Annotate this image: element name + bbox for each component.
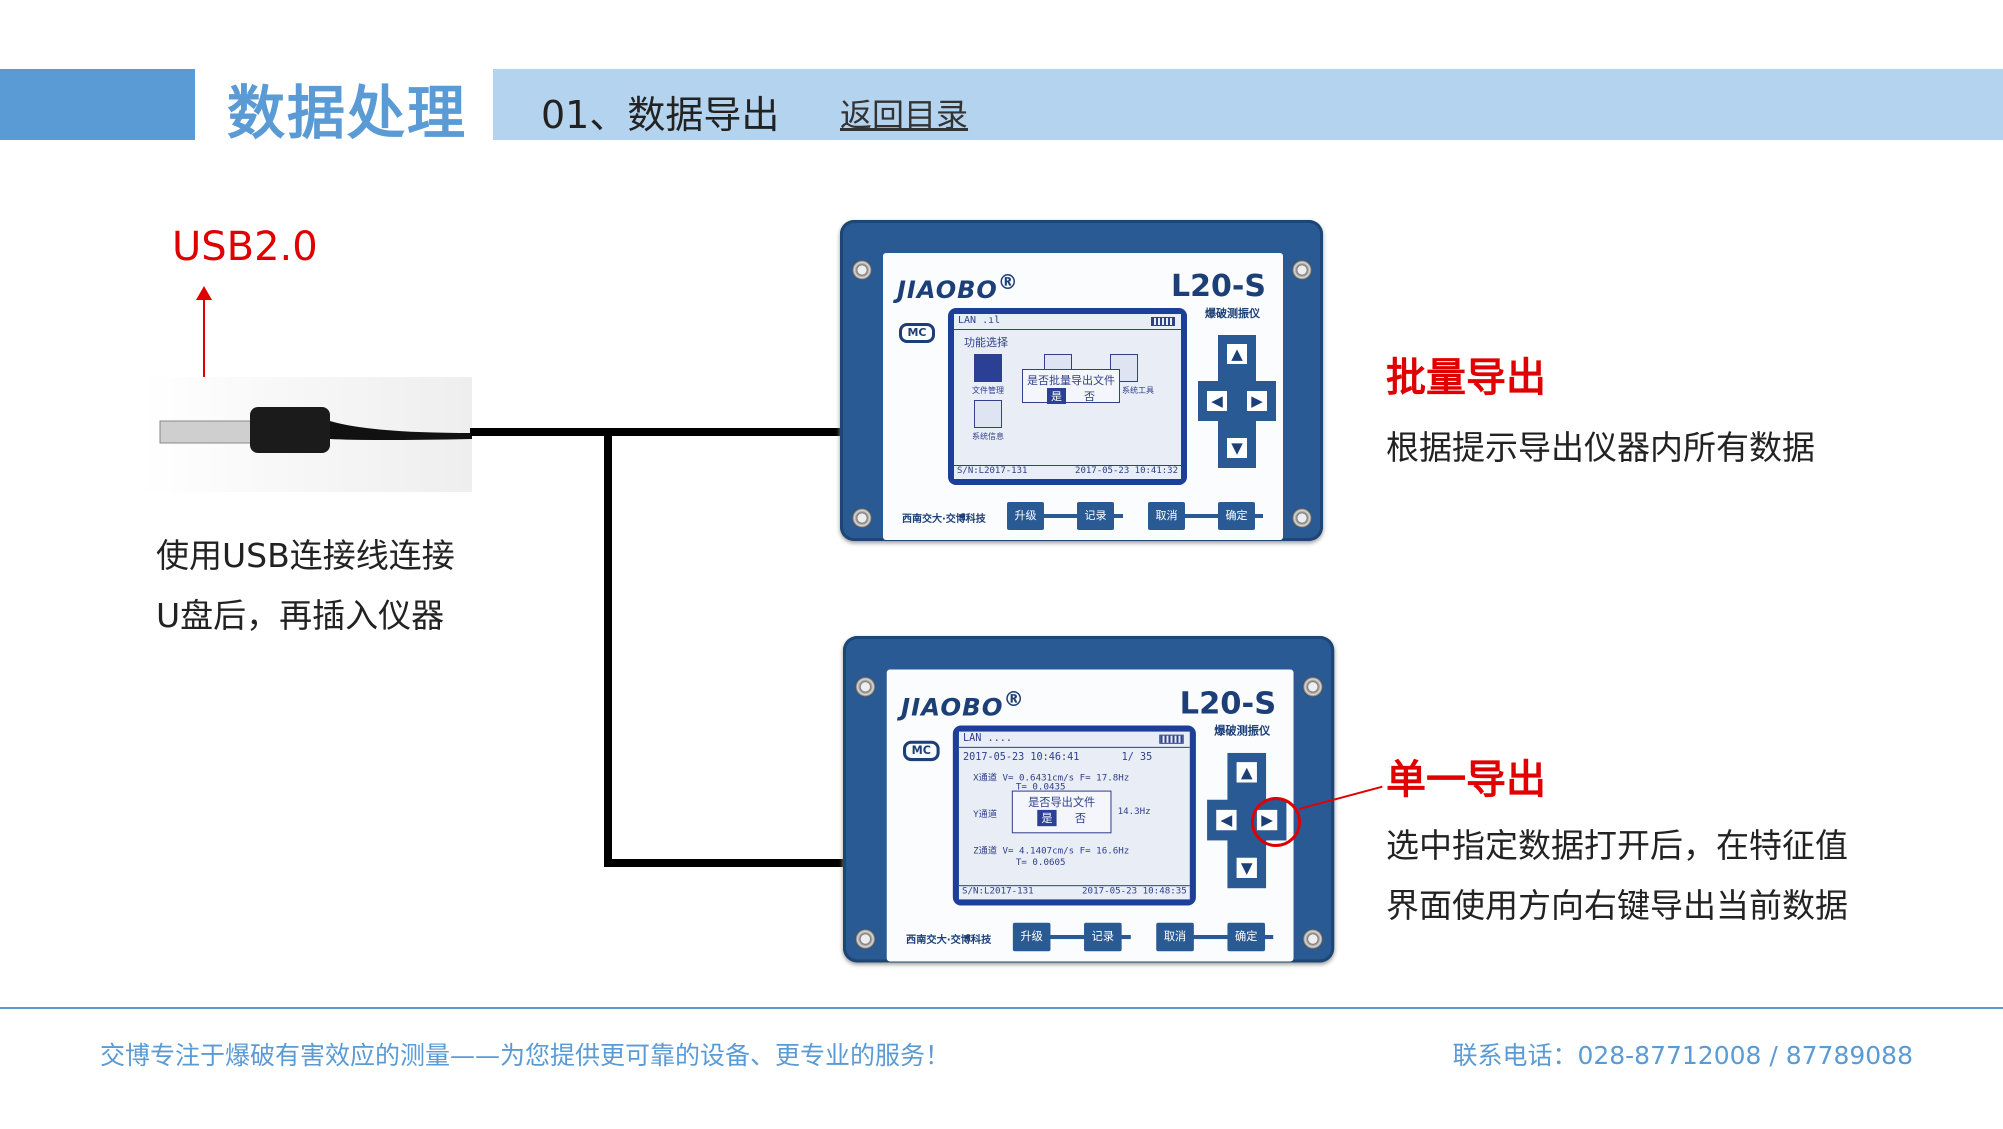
y-channel-freq: 14.3Hz — [1117, 806, 1151, 818]
screen-status: LAN .... — [958, 732, 1190, 748]
dialog-no[interactable]: 否 — [1084, 390, 1095, 403]
key-up[interactable]: ▲ — [1231, 757, 1263, 788]
battery-icon — [1151, 317, 1175, 326]
screw-icon — [1292, 260, 1312, 280]
usb-desc-line2: U盘后，再插入仪器 — [156, 596, 445, 635]
screen-status: LAN .ıl — [954, 314, 1181, 330]
serial-number: S/N:L2017-131 — [961, 886, 1034, 897]
usb-arrow-line — [203, 290, 205, 422]
single-export-title: 单一导出 — [1386, 757, 1546, 803]
screw-icon — [852, 508, 872, 528]
dialog-text: 是否批量导出文件 — [1027, 374, 1115, 387]
device-panel: JIAOBO® L20-S 爆破测振仪 MC LAN .ıl 功能选择 文件管理… — [883, 253, 1283, 540]
screw-icon — [1302, 676, 1324, 698]
cert-logo: MC — [899, 323, 935, 343]
key-cancel[interactable]: 取消 — [1148, 502, 1185, 530]
menu-system-info: 系统信息 — [972, 432, 1004, 441]
serial-number: S/N:L2017-131 — [957, 466, 1028, 476]
key-confirm[interactable]: 确定 — [1227, 922, 1266, 952]
maker-label: 西南交大·交博科技 — [902, 514, 986, 525]
batch-export-title: 批量导出 — [1386, 355, 1546, 401]
device-screen: LAN .... 2017-05-23 10:46:41 1/ 35 X通道 V… — [952, 725, 1196, 906]
screw-icon — [852, 260, 872, 280]
key-upgrade[interactable]: 升级 — [1012, 922, 1051, 952]
key-cancel[interactable]: 取消 — [1156, 922, 1194, 952]
device-screen: LAN .ıl 功能选择 文件管理 系统工具 系统信息 是否批量导出文件 是否 … — [948, 308, 1187, 485]
cert-logo: MC — [903, 740, 940, 762]
single-export-desc-line1: 选中指定数据打开后，在特征值 — [1386, 826, 1848, 865]
screw-icon — [1292, 508, 1312, 528]
export-dialog: 是否导出文件 是 否 — [1011, 790, 1112, 834]
dialog-no[interactable]: 否 — [1074, 811, 1087, 826]
key-up[interactable]: ▲ — [1222, 339, 1252, 369]
cable-segment — [604, 428, 612, 867]
maker-label: 西南交大·交博科技 — [906, 934, 992, 947]
key-down[interactable]: ▼ — [1231, 852, 1263, 884]
device-single-export: JIAOBO® L20-S 爆破测振仪 MC LAN .... 2017-05-… — [843, 636, 1335, 963]
device-batch-export: JIAOBO® L20-S 爆破测振仪 MC LAN .ıl 功能选择 文件管理… — [840, 220, 1323, 541]
cable-segment — [470, 428, 844, 436]
screen-datetime: 2017-05-23 10:41:32 — [1075, 466, 1178, 476]
usb-label: USB2.0 — [172, 224, 318, 270]
footer-slogan: 交博专注于爆破有害效应的测量——为您提供更可靠的设备、更专业的服务！ — [100, 1041, 951, 1070]
footer-contact: 联系电话：028-87712008 / 87789088 — [1452, 1041, 1913, 1070]
key-right[interactable]: ▶ — [1242, 386, 1272, 416]
device-panel: JIAOBO® L20-S 爆破测振仪 MC LAN .... 2017-05-… — [886, 669, 1294, 962]
record-index: 1/ 35 — [1121, 751, 1153, 764]
page-subtitle: 01、数据导出 — [541, 93, 780, 137]
export-dialog: 是否批量导出文件 是 否 — [1022, 369, 1120, 404]
key-left[interactable]: ◀ — [1211, 804, 1242, 836]
model-subtitle: 爆破测振仪 — [1205, 307, 1260, 320]
brand-logo: JIAOBO® — [900, 686, 1025, 722]
folder-icon — [974, 354, 1002, 382]
usb-plug-image — [140, 377, 472, 492]
record-time: 2017-05-23 10:46:41 — [963, 751, 1080, 764]
footer-divider — [0, 1007, 2003, 1009]
model-subtitle: 爆破测振仪 — [1214, 724, 1271, 738]
key-left[interactable]: ◀ — [1202, 386, 1232, 416]
z-channel-row: Z通道 V= 4.1407cm/s F= 16.6Hz — [973, 846, 1130, 857]
dialog-text: 是否导出文件 — [1028, 795, 1096, 809]
header-accent-block — [0, 69, 195, 140]
key-record[interactable]: 记录 — [1077, 502, 1114, 530]
z-channel-time: T= 0.0605 — [1015, 857, 1066, 868]
screw-icon — [855, 676, 876, 698]
cable-segment — [604, 859, 849, 867]
usb-desc-line1: 使用USB连接线连接 — [156, 536, 455, 575]
key-upgrade[interactable]: 升级 — [1007, 502, 1044, 530]
batch-export-desc: 根据提示导出仪器内所有数据 — [1386, 428, 1815, 467]
menu-file-manage: 文件管理 — [972, 386, 1004, 395]
screw-icon — [855, 928, 876, 950]
dialog-yes[interactable]: 是 — [1047, 388, 1066, 404]
screw-icon — [1302, 928, 1324, 950]
list-icon — [974, 400, 1002, 428]
x-channel-time: T= 0.0435 — [1015, 782, 1066, 793]
key-down[interactable]: ▼ — [1222, 433, 1252, 463]
back-to-contents-link[interactable]: 返回目录 — [840, 96, 969, 134]
x-channel-row: X通道 V= 0.6431cm/s F= 17.8Hz — [973, 773, 1130, 784]
model-name: L20-S — [1179, 685, 1277, 722]
screen-datetime: 2017-05-23 10:48:35 — [1082, 886, 1187, 897]
y-channel-label: Y通道 — [973, 809, 997, 821]
key-record[interactable]: 记录 — [1084, 922, 1122, 952]
dialog-yes[interactable]: 是 — [1037, 809, 1057, 827]
brand-logo: JIAOBO® — [897, 270, 1019, 304]
single-export-desc-line2: 界面使用方向右键导出当前数据 — [1386, 886, 1848, 925]
highlight-circle — [1251, 797, 1301, 847]
battery-icon — [1159, 734, 1184, 744]
screen-title: 功能选择 — [964, 336, 1008, 349]
header-band — [493, 69, 2003, 140]
key-confirm[interactable]: 确定 — [1218, 502, 1255, 530]
section-title: 数据处理 — [227, 79, 468, 147]
menu-system-tools: 系统工具 — [1122, 386, 1154, 395]
model-name: L20-S — [1171, 269, 1266, 304]
